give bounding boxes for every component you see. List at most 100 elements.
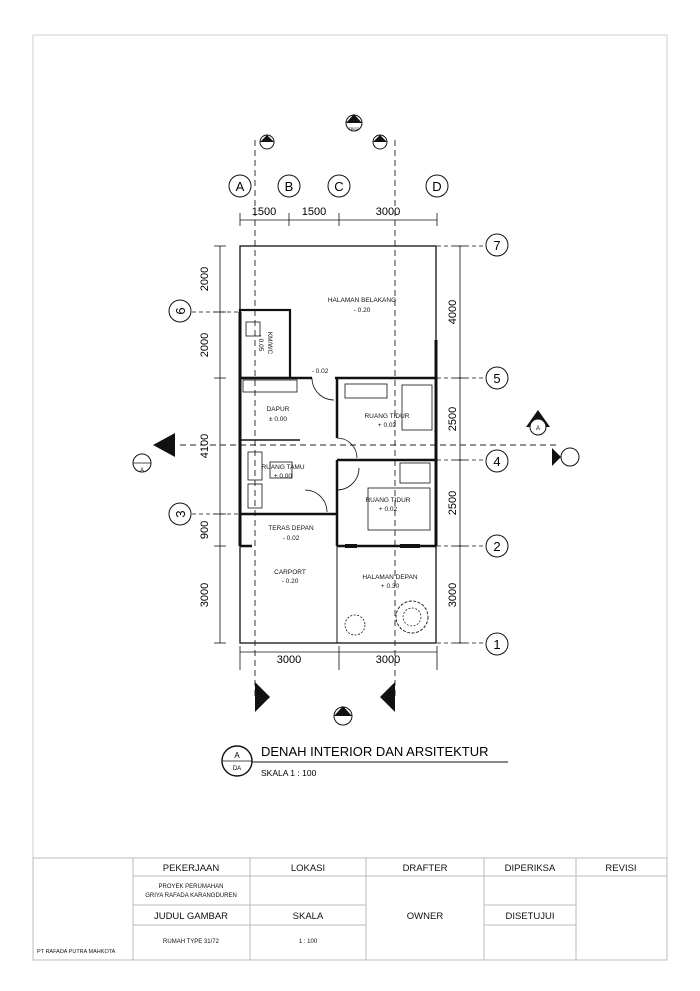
company-name: PT RAFADA PUTRA MAHKOTA: [37, 949, 116, 955]
toilet: [245, 321, 261, 337]
door-swing-tamu: [304, 489, 328, 513]
window-mark-2: [345, 544, 357, 548]
wardrobe-2: [399, 462, 431, 484]
section-arrow-bottom-right: [380, 682, 395, 712]
header-drafter: DRAFTER: [403, 863, 448, 874]
title-block: PEKERJAAN LOKASI DRAFTER DIPERIKSA REVIS…: [32, 857, 668, 961]
room-name-tamu: RUANG TAMU: [261, 464, 304, 471]
label-disetujui: DISETUJUI: [505, 911, 554, 922]
bed-1: [401, 384, 433, 431]
room-level-tamu: ± 0.00: [274, 473, 292, 480]
drawing-badge-letter: A: [234, 751, 240, 760]
level-passage: - 0.02: [312, 368, 329, 375]
plant-1: [344, 614, 366, 636]
room-level-kmwc: - 0.05: [257, 335, 264, 352]
dim-right-4: 3000: [447, 583, 459, 607]
plant-2-inner: [402, 607, 422, 627]
window-mark-1: [400, 544, 420, 548]
project-line-2: GRIYA RAFADA KARANGDUREN: [145, 893, 237, 899]
dim-right-2: 2500: [447, 407, 459, 431]
room-level-halaman-depan: + 0.30: [381, 583, 400, 590]
plant-2: [395, 600, 429, 634]
grid-label-a: A: [236, 179, 245, 194]
dim-left-2: 2000: [199, 333, 211, 357]
sofa-1: [247, 451, 263, 481]
grid-bubble-5: [485, 366, 509, 390]
section-tag-top-mid-sub: TBGD: [348, 126, 359, 131]
header-revisi: REVISI: [605, 863, 636, 874]
room-level-halaman-belakang: - 0.20: [354, 307, 371, 314]
section-arrow-right-bottom: [552, 448, 561, 466]
value-skala: 1 : 100: [299, 939, 318, 945]
site-boundary: [239, 245, 437, 644]
dim-left-3: 4100: [199, 434, 211, 458]
grid-bubbles-top: A B C D: [228, 174, 449, 198]
dimensions-right: 4000 2500 2500 3000: [447, 245, 466, 644]
grid-bubble-7: [485, 233, 509, 257]
drawing-badge-sub: DA: [233, 766, 241, 772]
grid-bubble-d: [425, 174, 449, 198]
room-name-tidur-1: RUANG TIDUR: [364, 413, 409, 420]
room-level-dapur: ± 0.00: [269, 416, 287, 423]
project-line-1: PROYEK PERUMAHAN: [158, 884, 223, 890]
header-pekerjaan: PEKERJAAN: [163, 863, 220, 874]
grid-bubble-1: [485, 632, 509, 656]
drawing-scale: SKALA 1 : 100: [261, 768, 317, 778]
section-tag-left-letter: A: [140, 468, 144, 474]
dim-left-1: 2000: [199, 267, 211, 291]
dim-top-3: 3000: [376, 206, 400, 218]
room-level-teras: - 0.02: [283, 535, 300, 542]
wardrobe-1: [344, 383, 388, 399]
room-name-halaman-belakang: HALAMAN BELAKANG: [328, 297, 396, 304]
grid-label-6: 6: [173, 307, 188, 314]
dimensions-top: 1500 1500 3000: [239, 206, 438, 226]
sofa-2: [247, 483, 263, 509]
section-tag-right-bottom: [560, 447, 580, 467]
grid-label-d: D: [432, 179, 441, 194]
header-lokasi: LOKASI: [291, 863, 325, 874]
label-owner: OWNER: [407, 911, 444, 922]
dimensions-left: 2000 2000 4100 900 3000: [199, 245, 226, 644]
value-judul-gambar: RUMAH TYPE 31/72: [163, 939, 220, 945]
grid-label-1: 1: [493, 637, 500, 652]
wall-kmwc: [238, 308, 292, 380]
room-level-tidur-2: + 0.02: [379, 506, 398, 513]
section-arrow-top-left: [260, 135, 274, 142]
dim-left-4: 900: [199, 521, 211, 539]
room-level-tidur-1: + 0.02: [378, 422, 397, 429]
dim-top-2: 1500: [302, 206, 326, 218]
floor-plan: [238, 245, 438, 644]
section-arrow-bottom-left: [255, 682, 270, 712]
grid-label-2: 2: [493, 539, 500, 554]
grid-bubble-a: [228, 174, 252, 198]
drawing-title-block: A DA DENAH INTERIOR DAN ARSITEKTUR SKALA…: [221, 744, 508, 778]
room-name-dapur: DAPUR: [267, 406, 290, 413]
dim-left-5: 3000: [199, 583, 211, 607]
section-tag-right-top: [529, 418, 547, 436]
door-swing-dapur: [311, 377, 335, 401]
room-name-carport: CARPORT: [274, 569, 306, 576]
grid-label-3: 3: [173, 510, 188, 517]
bed-2: [367, 487, 431, 531]
grid-bubble-3: [168, 502, 192, 526]
dim-top-1: 1500: [252, 206, 276, 218]
section-arrow-left: [153, 433, 175, 457]
section-arrow-bottom-mid: [334, 706, 352, 716]
grid-label-b: B: [285, 179, 294, 194]
dim-bottom-1: 3000: [277, 654, 301, 666]
grid-bubble-c: [327, 174, 351, 198]
kitchen-counter: [242, 379, 298, 393]
room-labels: HALAMAN BELAKANG - 0.20 KM/WC - 0.05 DAP…: [257, 297, 418, 590]
section-markers: TBGD A A: [132, 114, 580, 726]
sheet-border: [32, 34, 668, 961]
grid-bubble-4: [485, 449, 509, 473]
grid-bubble-6: [168, 299, 192, 323]
dim-right-3: 2500: [447, 491, 459, 515]
grid-bubbles-right: 7 5 4 2 1: [437, 233, 509, 656]
label-judul-gambar: JUDUL GAMBAR: [154, 911, 228, 922]
header-diperiksa: DIPERIKSA: [505, 863, 556, 874]
grid-lines: [180, 140, 560, 700]
grid-label-c: C: [334, 179, 343, 194]
section-arrow-top-mid: [346, 114, 362, 123]
